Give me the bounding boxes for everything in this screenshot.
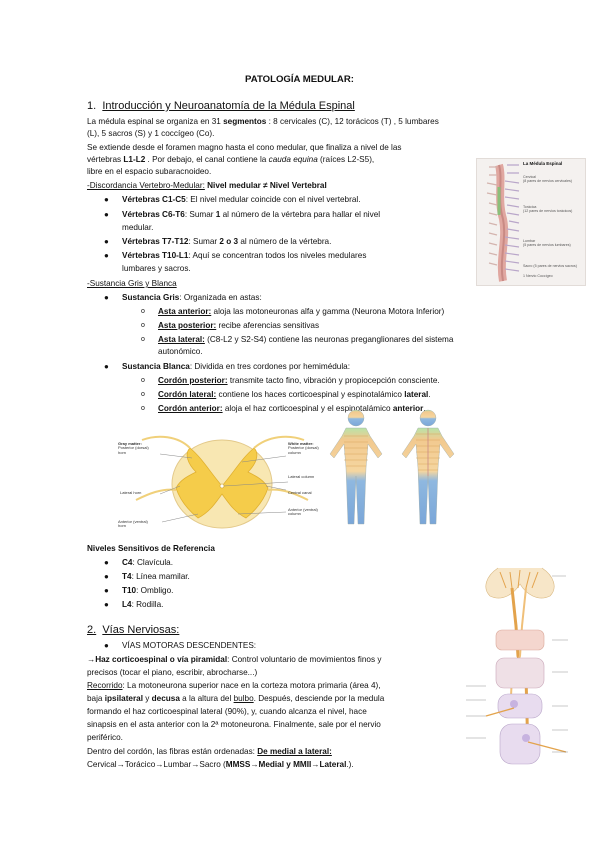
list-item: Vértebras T10-L1: Aquí se concentran tod… — [122, 251, 367, 260]
figure-label: White matter:Posterior (dorsal)column — [288, 441, 319, 455]
para-segments-2: (L), 5 sacros (S) y 1 coccígeo (Co). — [87, 129, 215, 138]
figure-label: Lateral horn — [120, 490, 142, 495]
bullet-icon: ● — [104, 237, 109, 246]
dermatome-figure — [320, 406, 468, 536]
list-item: T10: Ombligo. — [122, 586, 174, 595]
bullet-icon: ● — [104, 195, 109, 204]
gray-white-heading: -Sustancia Gris y Blanca — [87, 279, 177, 288]
circle-bullet-icon: o — [141, 336, 145, 343]
bullet-icon: ● — [104, 586, 109, 595]
list-item: Asta anterior: aloja las motoneuronas al… — [158, 307, 445, 316]
list-item: Cordón lateral: contiene los haces corti… — [158, 390, 431, 399]
para-extension-2: vértebras L1-L2 . Por debajo, el canal c… — [87, 155, 375, 164]
list-item-cont: autonómico. — [158, 347, 203, 356]
para-order-2: Cervical→Torácico→Lumbar→Sacro (MMSS→Med… — [87, 760, 354, 769]
list-item-cont: medular. — [122, 223, 154, 232]
figure-label: Anterior (ventral)column — [288, 507, 318, 517]
list-item: Cordón anterior: aloja el haz corticoesp… — [158, 404, 426, 413]
circle-bullet-icon: o — [141, 391, 145, 398]
para-corticospinal-2: precisos (tocar el piano, escribir, abro… — [87, 668, 258, 677]
circle-bullet-icon: o — [141, 377, 145, 384]
arrow-icon: → — [87, 655, 96, 664]
para-route-4: sinapsis en el asta anterior con la 2ª m… — [87, 720, 381, 729]
figure-title: La Médula Espinal — [523, 161, 563, 166]
list-item: Vértebras C6-T6: Sumar 1 al número de la… — [122, 210, 381, 219]
bullet-icon: ● — [104, 600, 109, 609]
para-route-2: baja ipsilateral y decusa a la altura de… — [87, 694, 385, 703]
circle-bullet-icon: o — [141, 322, 145, 329]
descending-heading: VÍAS MOTORAS DESCENDENTES: — [122, 641, 257, 650]
list-item: Sustancia Blanca: Dividida en tres cordo… — [122, 362, 351, 371]
list-item: Vértebras C1-C5: El nivel medular coinci… — [122, 195, 361, 204]
list-item: C4: Clavícula. — [122, 558, 173, 567]
figure-label: Sacro (5 pares de nervios sacros) — [523, 264, 577, 268]
bullet-icon: ● — [104, 293, 109, 302]
bullet-icon: ● — [104, 210, 109, 219]
spinal-cord-figure: La Médula Espinal Cervical(8 pares de ne… — [476, 158, 586, 286]
figure-label: Cervical(8 pares de nervios cervicales) — [523, 175, 572, 183]
bullet-icon: ● — [104, 251, 109, 260]
para-route-3: formando el haz corticoespinal lateral (… — [87, 707, 367, 716]
list-item: Vértebras T7-T12: Sumar 2 o 3 al número … — [122, 237, 332, 246]
list-item: Cordón posterior: transmite tacto fino, … — [158, 376, 440, 385]
discordance-heading: -Discordancia Vertebro-Medular: Nivel me… — [87, 181, 327, 190]
figure-label: Gray matter:Posterior (dorsal)horn — [118, 441, 149, 455]
bullet-icon: ● — [104, 572, 109, 581]
para-corticospinal: →Haz corticoespinal o vía piramidal: Con… — [87, 655, 382, 664]
list-item: Asta lateral: (C8-L2 y S2-S4) contiene l… — [158, 335, 454, 344]
cross-section-figure: Gray matter:Posterior (dorsal)horn Later… — [118, 428, 324, 538]
list-item: Asta posterior: recibe aferencias sensit… — [158, 321, 320, 330]
para-route: Recorrido: La motoneurona superior nace … — [87, 681, 381, 690]
para-route-5: periférico. — [87, 733, 123, 742]
para-order: Dentro del cordón, las fibras están orde… — [87, 747, 332, 756]
bullet-icon: ● — [104, 362, 109, 371]
list-item-cont: lumbares y sacros. — [122, 264, 191, 273]
para-extension-3: libre en el espacio subaracnoideo. — [87, 167, 212, 176]
figure-label: Anterior (ventral)horn — [118, 519, 148, 529]
circle-bullet-icon: o — [141, 405, 145, 412]
figure-label: Torácica(12 pares de nervios torácicos) — [523, 205, 573, 213]
section-2-heading: 2. Vías Nerviosas: — [87, 624, 180, 636]
figure-label: Central canal — [288, 490, 312, 495]
circle-bullet-icon: o — [141, 308, 145, 315]
list-item: Sustancia Gris: Organizada en astas: — [122, 293, 262, 302]
sensitive-levels-heading: Niveles Sensitivos de Referencia — [87, 544, 215, 553]
bullet-icon: ● — [104, 558, 109, 567]
page-title: PATOLOGÍA MEDULAR: — [245, 74, 354, 85]
corticospinal-tract-figure — [456, 566, 584, 770]
bullet-icon: ● — [104, 641, 109, 650]
figure-label: 1 Nervio Coccígeo — [523, 274, 553, 278]
figure-label: Lumbar(5 pares de nervios lumbares) — [523, 239, 571, 247]
para-segments: La médula espinal se organiza en 31 segm… — [87, 117, 439, 126]
list-item: L4: Rodilla. — [122, 600, 164, 609]
figure-label: Lateral column — [288, 474, 315, 479]
section-1-heading: 1. Introducción y Neuroanatomía de la Mé… — [87, 100, 355, 112]
para-extension: Se extiende desde el foramen magno hasta… — [87, 143, 402, 152]
list-item: T4: Línea mamilar. — [122, 572, 190, 581]
